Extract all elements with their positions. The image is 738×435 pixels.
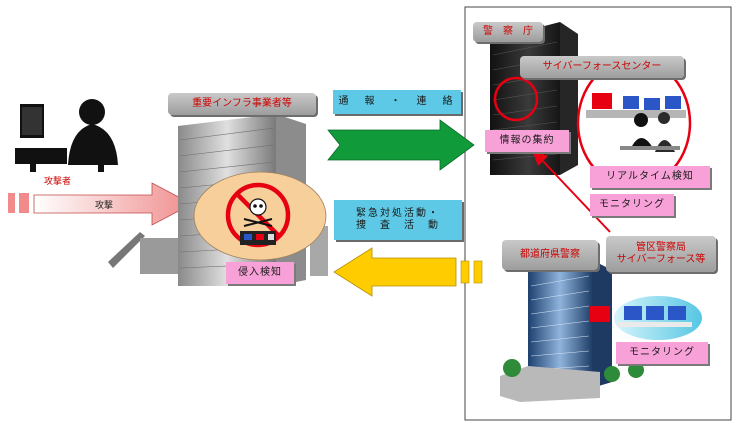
skull-crossbones-icon [225, 182, 291, 248]
highlight-ring-icon [493, 76, 539, 122]
police-agency-label: 警 察 庁 [473, 22, 543, 42]
monitoring-lower-label: モニタリング [616, 342, 708, 364]
monitor-icon [592, 93, 612, 109]
prefectural-police-label: 都道府県警察 [502, 240, 598, 270]
feedback-arrow-head [532, 150, 548, 166]
info-aggregation-label: 情報の集約 [485, 130, 569, 152]
monitor-icon [624, 306, 642, 320]
report-contact-label: 通 報 ・ 連 絡 [333, 90, 461, 114]
realtime-detection-label: リアルタイム検知 [590, 166, 710, 188]
attack-arrow [8, 182, 193, 226]
monitor-icon [646, 306, 664, 320]
lower-monitoring-scene [590, 296, 702, 340]
emergency-response-line1: 緊急対処活動・ [356, 207, 440, 219]
regional-bureau-line1: 管区警察局 [636, 241, 686, 253]
attack-label: 攻撃 [95, 201, 114, 211]
cyber-force-center-label: サイバーフォースセンター [520, 56, 684, 78]
tree-icon [503, 359, 521, 377]
infra-operators-label: 重要インフラ事業者等 [168, 93, 316, 115]
monitoring-upper-label: モニタリング [590, 194, 674, 216]
monitor-icon [665, 96, 681, 109]
report-arrow [327, 119, 475, 171]
police-agency-frame [464, 6, 732, 421]
monitor-icon [590, 306, 610, 322]
operator-icon [634, 113, 648, 127]
attacker-label: 攻撃者 [44, 177, 72, 187]
emergency-response-label: 緊急対処活動・ 捜 査 活 動 [334, 200, 462, 240]
emergency-response-line2: 捜 査 活 動 [356, 220, 440, 231]
attacker-icon [15, 99, 118, 172]
tree-icon [628, 362, 644, 378]
tree-icon [604, 366, 620, 382]
response-arrow [333, 247, 483, 297]
regional-bureau-line2: サイバーフォース等 [616, 254, 706, 265]
monitor-icon [644, 98, 660, 111]
prefectural-police-building [500, 260, 644, 402]
intrusion-detection-label: 侵入検知 [226, 262, 294, 284]
operator-icon [658, 112, 670, 124]
monitor-icon [668, 306, 686, 320]
regional-bureau-label: 管区警察局 サイバーフォース等 [606, 236, 716, 272]
monitor-icon [623, 96, 639, 109]
